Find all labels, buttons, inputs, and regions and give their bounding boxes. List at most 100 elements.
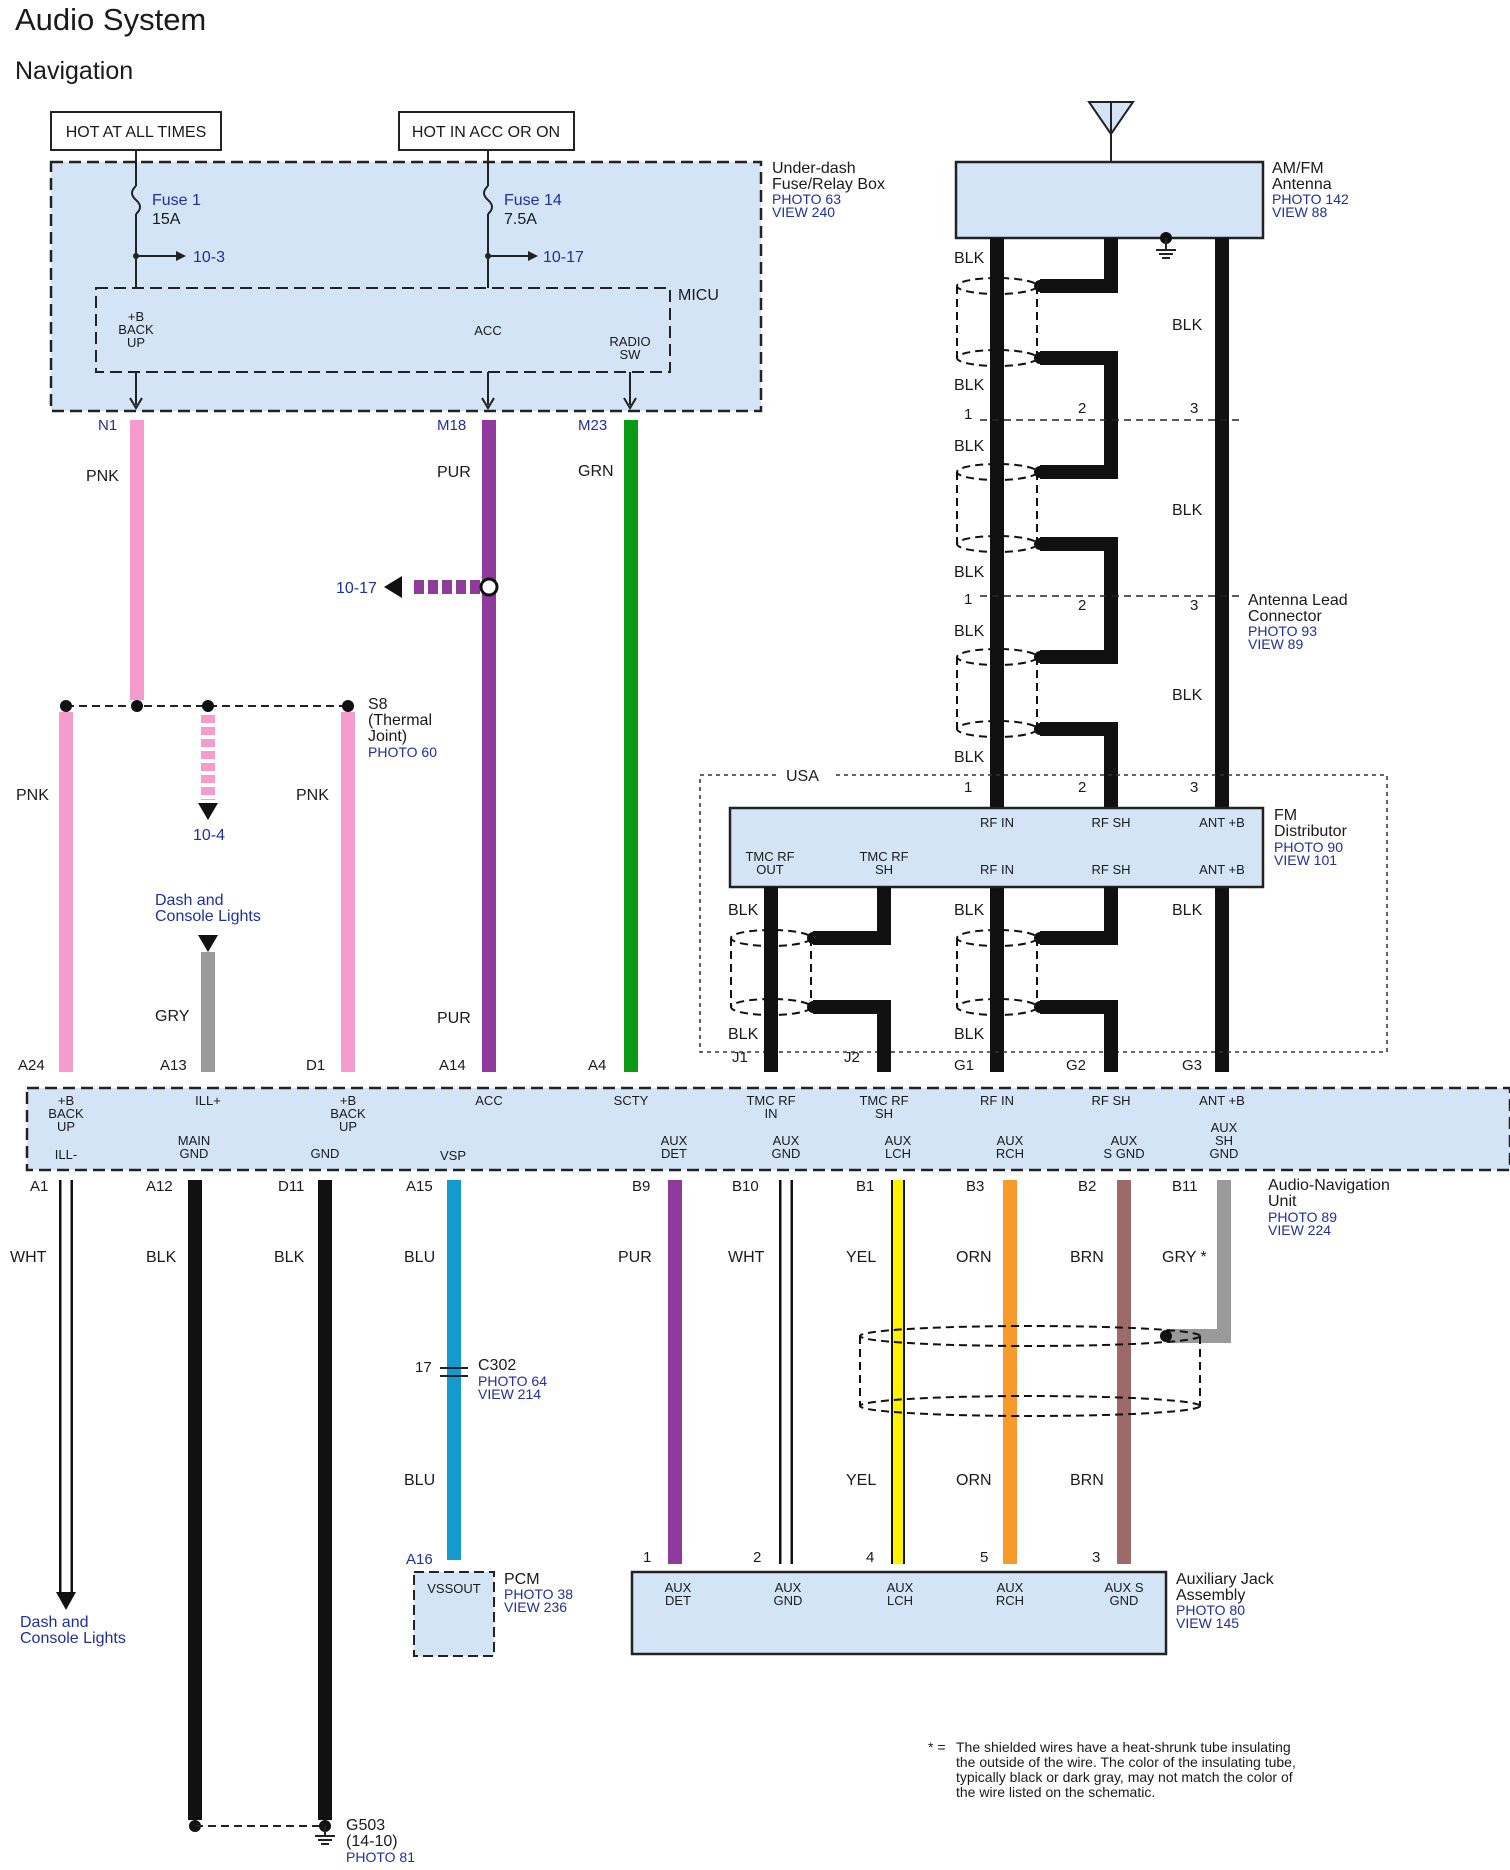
svg-text:BLK: BLK [1172, 317, 1203, 334]
svg-text:VIEW 145: VIEW 145 [1176, 1615, 1239, 1631]
svg-text:+B: +B [58, 1093, 74, 1108]
page-subtitle: Navigation [15, 57, 133, 85]
svg-text:AUX: AUX [1211, 1120, 1238, 1135]
svg-text:M23: M23 [578, 417, 607, 434]
svg-text:PHOTO 90: PHOTO 90 [1274, 839, 1343, 855]
svg-text:VIEW 236: VIEW 236 [504, 1599, 567, 1615]
svg-text:G503: G503 [346, 1817, 385, 1834]
svg-text:RADIO: RADIO [609, 334, 650, 349]
svg-text:BLU: BLU [404, 1472, 435, 1489]
svg-text:TMC RF: TMC RF [859, 849, 908, 864]
svg-text:Under-dash: Under-dash [772, 160, 856, 177]
svg-text:ACC: ACC [474, 323, 501, 338]
svg-text:ILL-: ILL- [55, 1147, 77, 1162]
svg-text:PHOTO 60: PHOTO 60 [368, 744, 437, 760]
svg-text:RF SH: RF SH [1092, 862, 1131, 877]
fuse14-amp: 7.5A [504, 211, 537, 228]
svg-text:B9: B9 [632, 1178, 650, 1195]
svg-text:DET: DET [661, 1146, 687, 1161]
svg-text:1: 1 [964, 406, 972, 423]
unit-lower-pin-ids: A1 A12 D11 A15 B9 B10 B1 B3 B2 B11 [30, 1178, 1198, 1195]
svg-text:VIEW 240: VIEW 240 [772, 204, 835, 220]
upper-left-wires: N1 M18 M23 PNK PUR GRN 10-17 10-4 S8 (Th… [16, 417, 638, 1072]
svg-text:G2: G2 [1066, 1057, 1086, 1074]
svg-text:BLU: BLU [404, 1249, 435, 1266]
svg-text:VSP: VSP [440, 1148, 466, 1163]
svg-text:MAIN: MAIN [178, 1133, 211, 1148]
svg-text:GND: GND [311, 1146, 340, 1161]
svg-text:the wire listed on the schemat: the wire listed on the schematic. [956, 1784, 1155, 1800]
fuse1-label: Fuse 1 [152, 192, 201, 209]
svg-text:ILL+: ILL+ [195, 1093, 221, 1108]
svg-text:BLK: BLK [1172, 502, 1203, 519]
svg-text:C302: C302 [478, 1357, 516, 1374]
svg-text:PUR: PUR [618, 1249, 652, 1266]
svg-text:BLK: BLK [274, 1249, 305, 1266]
svg-text:PUR: PUR [437, 1010, 471, 1027]
svg-text:BLK: BLK [728, 1026, 759, 1043]
usa-region-box [699, 774, 1388, 1053]
fuse1-amp: 15A [152, 211, 181, 228]
svg-text:Console Lights: Console Lights [20, 1630, 126, 1647]
svg-text:IN: IN [765, 1106, 778, 1121]
svg-text:G1: G1 [954, 1057, 974, 1074]
svg-text:Dash and: Dash and [155, 892, 224, 909]
svg-text:RF SH: RF SH [1092, 815, 1131, 830]
svg-text:VIEW 101: VIEW 101 [1274, 852, 1337, 868]
svg-text:ACC: ACC [475, 1093, 502, 1108]
svg-text:BLK: BLK [954, 377, 985, 394]
svg-text:RF IN: RF IN [980, 1093, 1014, 1108]
svg-text:A16: A16 [406, 1551, 433, 1568]
svg-text:Audio-Navigation: Audio-Navigation [1268, 1177, 1390, 1194]
svg-text:PHOTO 64: PHOTO 64 [478, 1373, 547, 1389]
am-fm-antenna: AM/FM Antenna PHOTO 142 VIEW 88 [954, 101, 1349, 259]
fuse14-symbol [483, 185, 493, 215]
svg-text:1: 1 [643, 1549, 651, 1566]
svg-text:PCM: PCM [504, 1571, 540, 1588]
svg-text:17: 17 [415, 1359, 432, 1376]
fuse1-ref: 10-3 [193, 249, 225, 266]
svg-text:B3: B3 [966, 1178, 984, 1195]
svg-text:3: 3 [1190, 779, 1198, 796]
svg-text:HOT IN ACC OR ON: HOT IN ACC OR ON [412, 124, 560, 141]
svg-text:B2: B2 [1078, 1178, 1096, 1195]
svg-text:PNK: PNK [296, 787, 329, 804]
svg-text:FM: FM [1274, 807, 1297, 824]
svg-text:3: 3 [1190, 400, 1198, 417]
shielded-wire-footnote: * = The shielded wires have a heat-shrun… [928, 1739, 1296, 1800]
svg-text:10-4: 10-4 [193, 827, 225, 844]
svg-text:SCTY: SCTY [614, 1093, 649, 1108]
underdash-fuse-relay-box: Fuse 1 15A 10-3 Fuse 14 7.5A 10-17 MICU … [49, 150, 885, 413]
svg-text:A14: A14 [439, 1057, 466, 1074]
svg-text:ORN: ORN [956, 1249, 992, 1266]
svg-text:D1: D1 [306, 1057, 325, 1074]
svg-text:(Thermal: (Thermal [368, 712, 432, 729]
svg-text:B1: B1 [856, 1178, 874, 1195]
svg-text:S GND: S GND [1103, 1146, 1144, 1161]
svg-text:AUX: AUX [885, 1133, 912, 1148]
svg-text:GRY *: GRY * [1162, 1249, 1207, 1266]
svg-text:BACK: BACK [48, 1106, 84, 1121]
svg-text:5: 5 [980, 1549, 988, 1566]
svg-text:GND: GND [1210, 1146, 1239, 1161]
svg-text:Console Lights: Console Lights [155, 908, 261, 925]
svg-text:the outside of the wire. The c: the outside of the wire. The color of th… [956, 1754, 1296, 1770]
svg-text:GND: GND [772, 1146, 801, 1161]
svg-text:LCH: LCH [885, 1146, 911, 1161]
svg-text:AUX: AUX [665, 1580, 692, 1595]
svg-text:AM/FM: AM/FM [1272, 160, 1324, 177]
svg-text:B10: B10 [732, 1178, 759, 1195]
svg-text:TMC RF: TMC RF [746, 1093, 795, 1108]
svg-text:Assembly: Assembly [1176, 1587, 1245, 1604]
svg-text:3: 3 [1190, 597, 1198, 614]
svg-text:VIEW 88: VIEW 88 [1272, 204, 1327, 220]
svg-text:PNK: PNK [16, 787, 49, 804]
svg-text:N1: N1 [98, 417, 117, 434]
svg-text:BLK: BLK [1172, 687, 1203, 704]
svg-text:The shielded wires have a heat: The shielded wires have a heat-shrunk tu… [956, 1739, 1291, 1755]
svg-text:HOT AT ALL TIMES: HOT AT ALL TIMES [66, 124, 207, 141]
auxiliary-jack-assembly: AUX DET AUX GND AUX LCH AUX RCH AUX S GN… [630, 1570, 1275, 1656]
svg-text:A15: A15 [406, 1178, 433, 1195]
svg-text:OUT: OUT [756, 862, 784, 877]
